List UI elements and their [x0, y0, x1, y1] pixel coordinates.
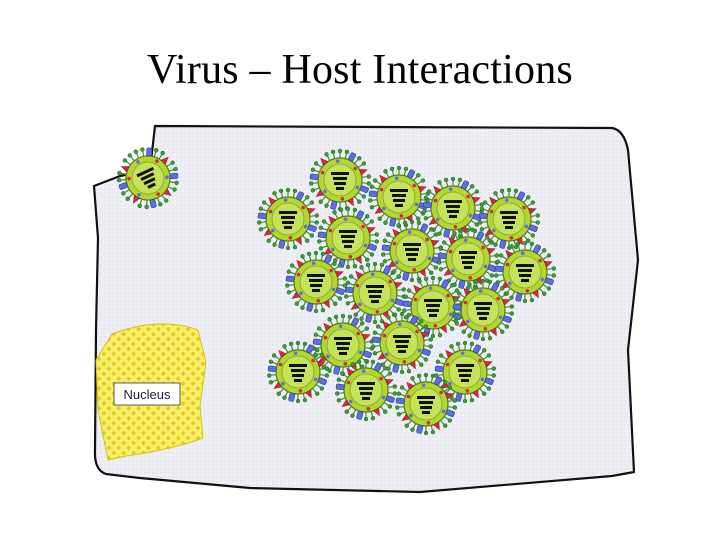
virus-spikes — [267, 340, 329, 404]
virus-particle — [344, 261, 406, 325]
virus-particle — [437, 227, 499, 291]
virus-particle — [257, 187, 319, 251]
virus-particle — [312, 313, 374, 377]
virus-spikes — [285, 250, 347, 314]
viral-genome — [357, 382, 375, 400]
viral-genome — [307, 274, 325, 292]
viral-genome — [444, 200, 462, 218]
viral-genome — [136, 166, 156, 189]
virus-spikes — [452, 278, 514, 342]
viral-genome — [390, 189, 408, 207]
virus-spikes — [317, 206, 379, 270]
viral-genome — [339, 230, 357, 248]
viral-genome — [393, 335, 411, 353]
viral-genome — [334, 337, 352, 355]
virus-particle — [434, 340, 496, 404]
virus-spikes — [312, 313, 374, 377]
viral-genome — [516, 264, 534, 282]
viral-genome — [366, 285, 384, 303]
slide-title: Virus – Host Interactions — [147, 47, 573, 93]
virus-particles — [116, 147, 556, 436]
nucleus: Nucleus — [95, 323, 207, 461]
viral-genome — [403, 243, 421, 261]
virus-particle — [422, 176, 484, 240]
viral-genome — [424, 299, 442, 317]
virus-spikes — [116, 147, 179, 210]
virus-particle — [371, 311, 433, 375]
virus-particle — [478, 187, 540, 251]
virus-spikes — [478, 187, 540, 251]
virus-spikes — [437, 227, 499, 291]
nucleus-label: Nucleus — [124, 387, 171, 402]
virus-spikes — [395, 372, 457, 436]
viral-genome — [279, 211, 297, 229]
viral-genome — [289, 364, 307, 382]
virus-spikes — [344, 261, 406, 325]
virus-particle — [267, 340, 329, 404]
virus-particle — [335, 358, 397, 422]
virus-particle — [402, 275, 464, 339]
virus-spikes — [371, 311, 433, 375]
virus-particle — [285, 250, 347, 314]
viral-genome — [459, 251, 477, 269]
viral-genome — [456, 364, 474, 382]
viral-genome — [474, 302, 492, 320]
virus-particle — [116, 147, 179, 210]
viral-genome — [417, 396, 435, 414]
virus-particle — [317, 206, 379, 270]
virus-particle — [381, 219, 443, 283]
virus-spikes — [335, 358, 397, 422]
viral-genome — [500, 211, 518, 229]
nucleus-label-box — [113, 382, 181, 406]
virus-spikes — [494, 240, 556, 304]
virus-particle — [452, 278, 514, 342]
virus-particle — [494, 240, 556, 304]
viral-genome — [331, 172, 349, 190]
virus-spikes — [257, 187, 319, 251]
virus-particle — [395, 372, 457, 436]
